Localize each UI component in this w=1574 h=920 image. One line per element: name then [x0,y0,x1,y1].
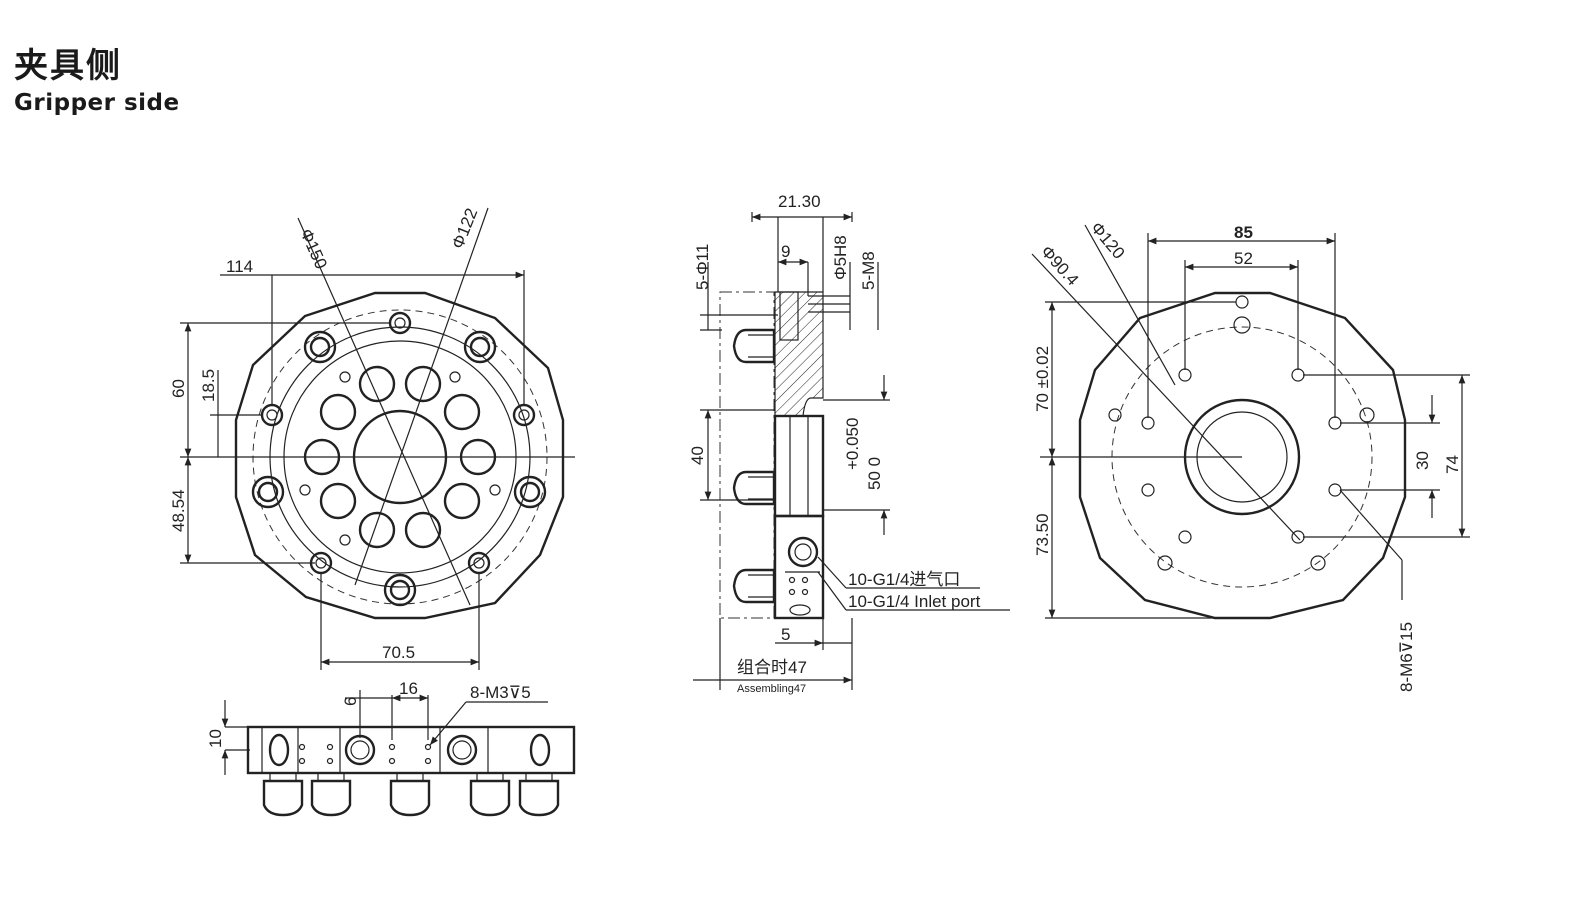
side-view: 21.30 9 5-Φ11 Φ5H8 5-M8 40 +0.050 50 0 1… [688,192,1010,695]
bottom-body [246,725,576,775]
dim-5-phi11: 5-Φ11 [693,244,712,290]
dim-8-m3: 8-M3⊽5 [470,683,531,702]
dim-70-5: 70.5 [382,643,415,662]
front-view: 114 Φ150 Φ122 60 18.5 48.54 70.5 [169,205,575,670]
dim-85: 85 [1234,223,1253,242]
front-small-holes [299,371,501,546]
assembling-label-en: Assembling47 [737,683,806,695]
dim-40: 40 [688,446,707,465]
dim-18-5: 18.5 [199,369,218,402]
dim-30: 30 [1413,451,1432,470]
dim-6: 6 [341,697,360,706]
dim-8-m6: 8-M6⊽15 [1397,622,1416,692]
dim-70-tolerance: 70 ±0.02 [1033,346,1052,412]
side-body-mid [773,414,825,518]
dim-phi122: Φ122 [448,205,481,251]
assembling-label-cn: 组合时47 [737,658,807,677]
dim-tol-base: 50 0 [865,457,884,490]
dim-74: 74 [1443,455,1462,474]
dim-phi90-4: Φ90.4 [1037,242,1082,289]
dim-60: 60 [169,379,188,398]
bottom-view: 10 6 16 8-M3⊽5 [206,679,576,817]
side-fittings [732,328,776,604]
dim-tol-upper: +0.050 [843,418,862,470]
bottom-small-holes [298,743,432,765]
dim-16: 16 [399,679,418,698]
rear-view: 85 52 Φ120 Φ90.4 70 ±0.02 73.50 30 74 8-… [1031,218,1470,692]
side-port-block [773,514,825,620]
dim-phi150: Φ150 [296,226,330,272]
side-hatch-section [774,291,824,417]
front-pins [251,330,547,607]
inlet-label-cn: 10-G1/4进气口 [848,570,960,589]
side-port-dots [788,576,811,616]
bottom-fittings [262,772,560,817]
dim-phi5h8: Φ5H8 [831,235,850,280]
dim-5-m8: 5-M8 [859,251,878,290]
rear-holes [1108,295,1375,571]
title-english: Gripper side [14,90,180,116]
dim-5: 5 [781,625,790,644]
inlet-label-en: 10-G1/4 Inlet port [848,592,981,611]
title-chinese: 夹具侧 [14,46,122,86]
dim-52: 52 [1234,249,1253,268]
dim-48-54: 48.54 [169,489,188,532]
dim-21-30: 21.30 [778,192,821,211]
dim-114: 114 [226,257,253,276]
rear-outer-polygon [1078,291,1407,620]
dim-9: 9 [781,242,790,261]
dim-73-50: 73.50 [1033,513,1052,556]
dim-10: 10 [206,729,225,748]
front-outer-polygon [234,291,565,620]
